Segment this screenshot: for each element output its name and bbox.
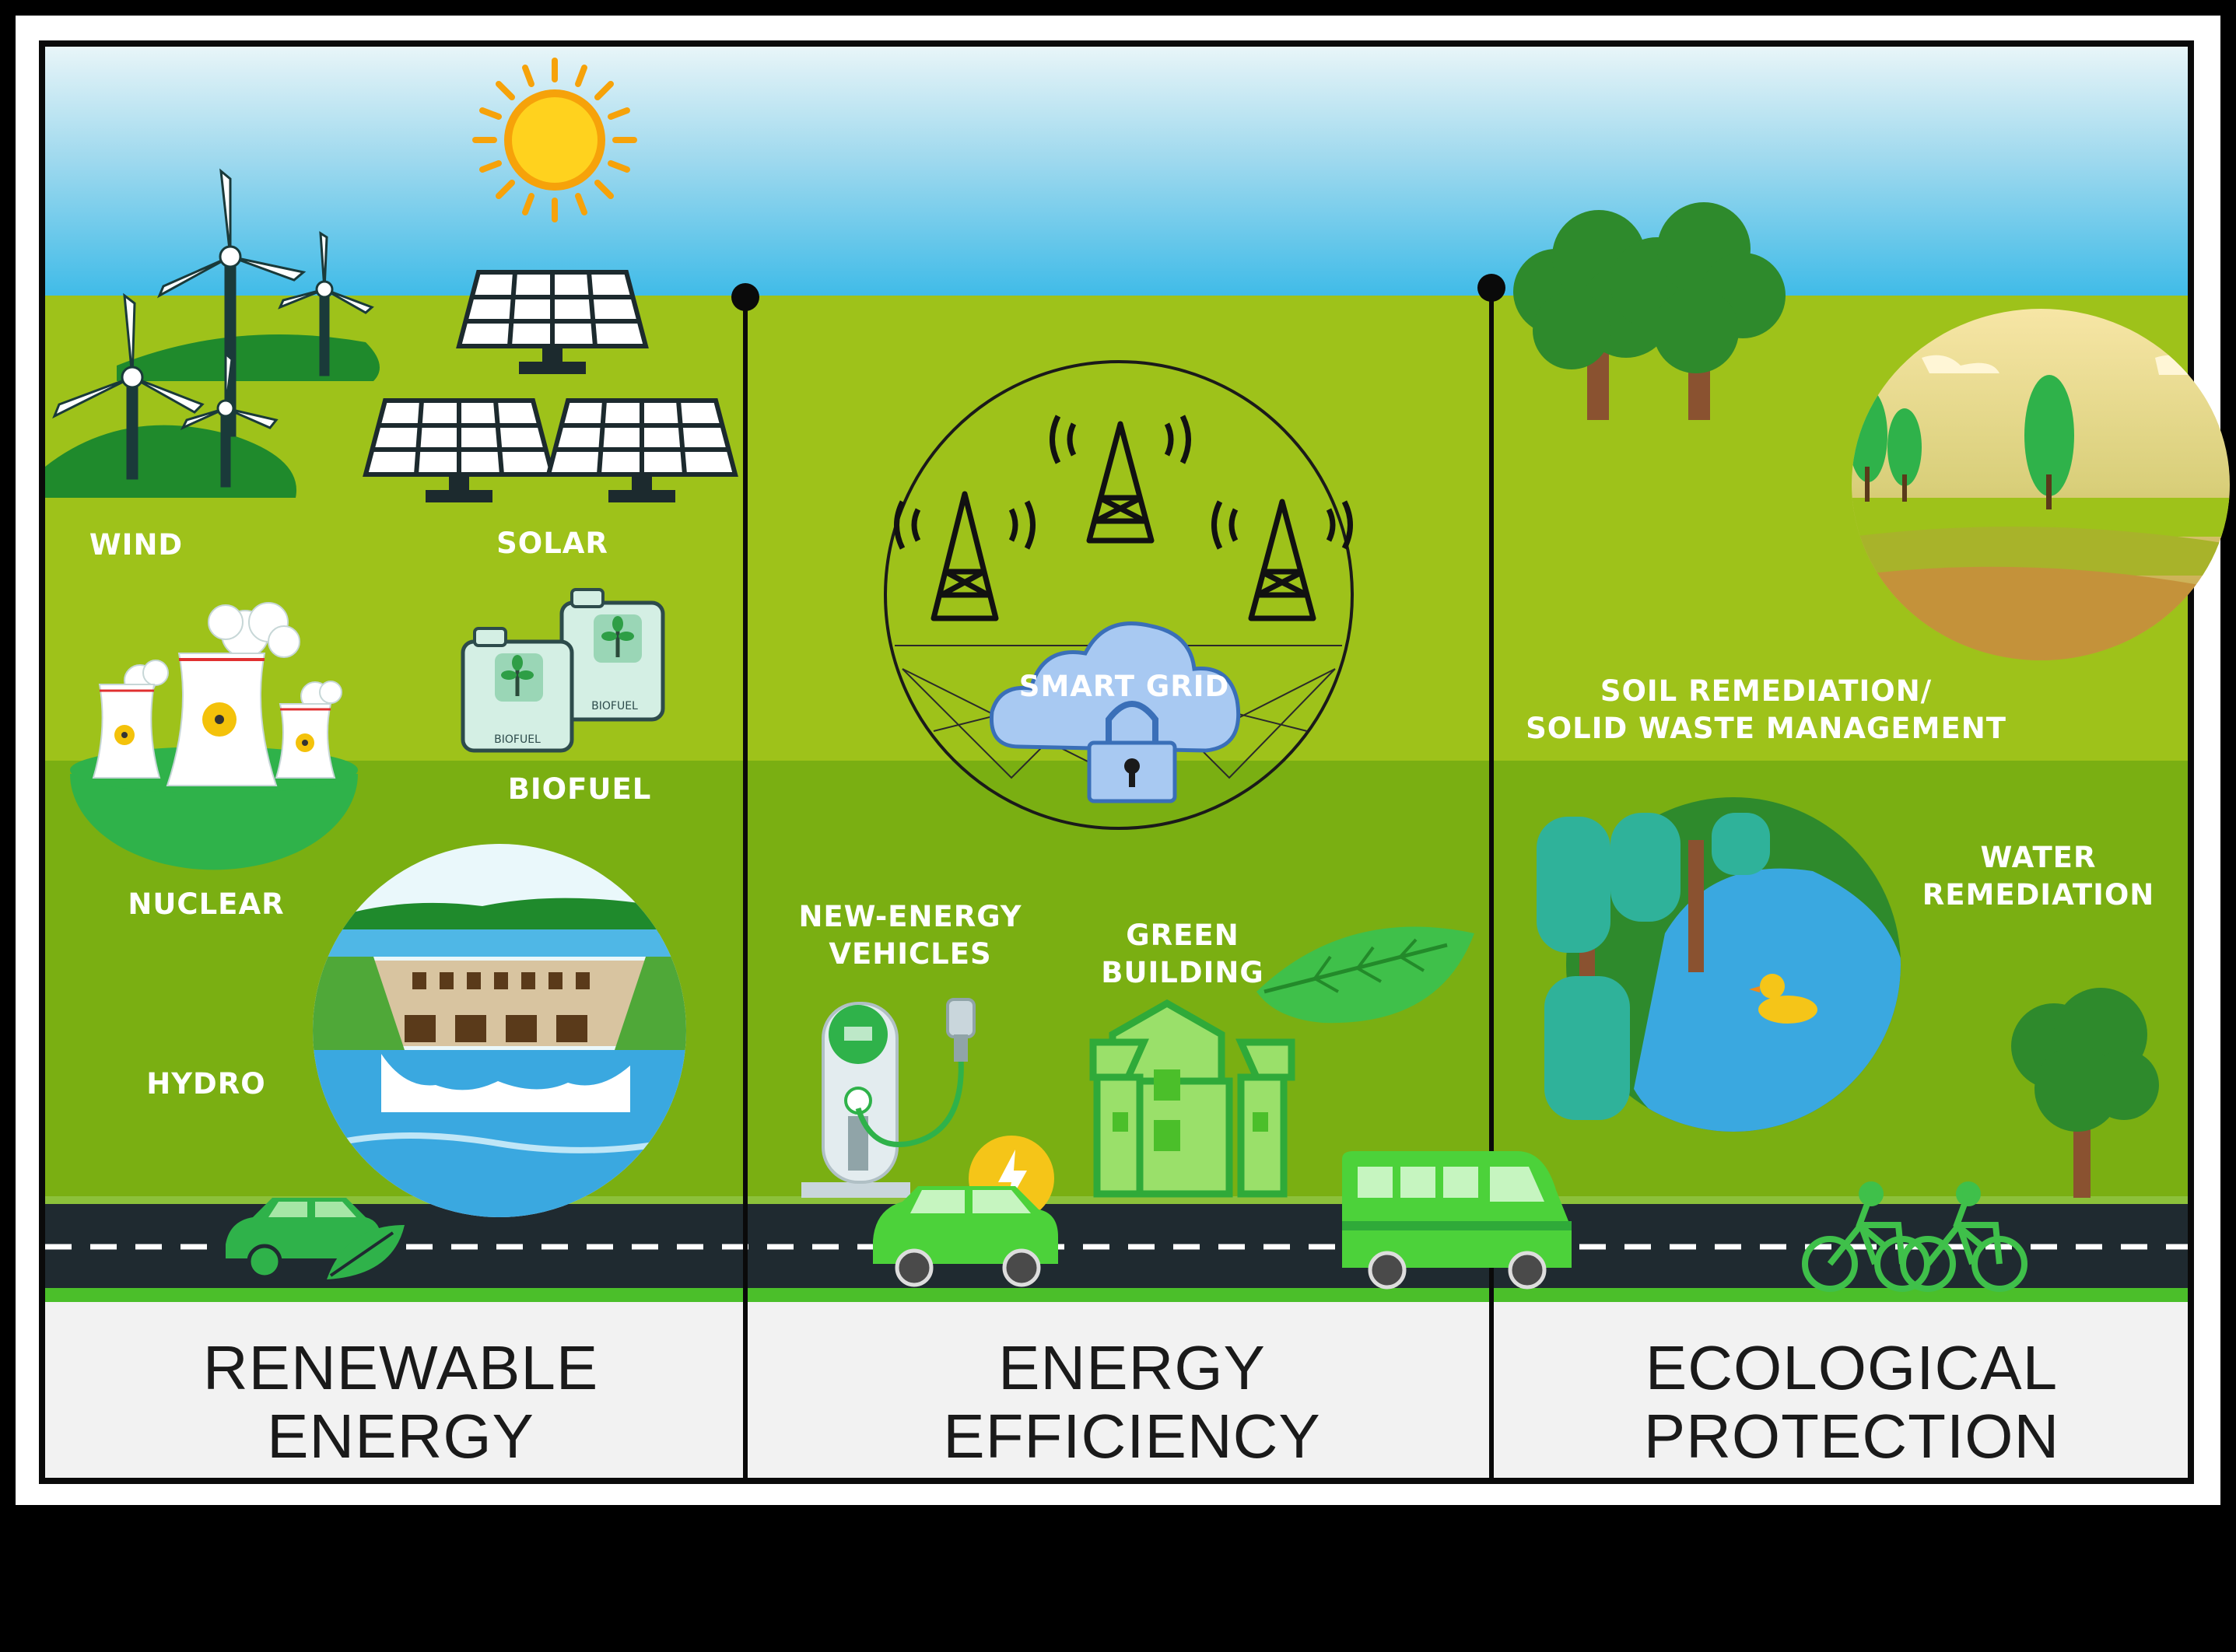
sky — [45, 47, 2188, 297]
label-nev-line2: VEHICLES — [829, 937, 992, 971]
section-title-line1: RENEWABLE — [202, 1333, 599, 1402]
label-nev: NEW-ENERGY VEHICLES — [778, 898, 1043, 973]
label-green-line1: GREEN — [1126, 919, 1239, 952]
section-title-line2: PROTECTION — [1643, 1402, 2060, 1471]
charging-station-icon — [801, 998, 976, 1198]
bus-icon — [1342, 1151, 1572, 1290]
wind-turbine-icon — [45, 168, 380, 498]
footer — [45, 1302, 2188, 1478]
section-title-line1: ENERGY — [998, 1333, 1266, 1402]
sun-icon — [472, 58, 637, 222]
section-title-line1: ECOLOGICAL — [1645, 1333, 2059, 1402]
label-soil-remediation: SOIL REMEDIATION/ SOLID WASTE MANAGEMENT — [1494, 673, 2038, 747]
label-green-building: GREEN BUILDING — [1089, 917, 1276, 992]
label-water-remediation: WATER REMEDIATION — [1898, 839, 2178, 914]
biofuel-can-label: BIOFUEL — [494, 733, 541, 746]
cloud-lock-icon — [989, 621, 1241, 803]
electric-car-icon — [873, 1186, 1058, 1287]
label-soil-line1: SOIL REMEDIATION/ — [1600, 674, 1933, 708]
section-title-renewable: RENEWABLE ENERGY — [93, 1334, 708, 1471]
label-biofuel: BIOFUEL — [507, 772, 652, 806]
section-title-ecology: ECOLOGICAL PROTECTION — [1533, 1334, 2171, 1471]
section-title-line2: EFFICIENCY — [943, 1402, 1321, 1471]
label-solar: SOLAR — [496, 527, 608, 560]
section-title-line2: ENERGY — [267, 1402, 534, 1471]
label-nuclear: NUCLEAR — [128, 887, 285, 921]
tree-icon — [2011, 988, 2159, 1198]
car-leaf-icon — [226, 1198, 405, 1279]
transmission-tower-icon — [894, 415, 1353, 621]
divider-pole-right — [1477, 274, 1505, 1482]
green-building-icon — [1089, 999, 1295, 1198]
bicycle-icon — [1802, 1181, 2027, 1292]
hydro-dam-icon — [313, 844, 686, 1217]
label-hydro: HYDRO — [146, 1067, 266, 1101]
biofuel-can-label: BIOFUEL — [591, 700, 638, 712]
label-nev-line1: NEW-ENERGY — [798, 900, 1022, 933]
biofuel-can-icon: BIOFUEL BIOFUEL — [461, 588, 665, 753]
solar-panel-icon — [363, 270, 738, 502]
divider-pole-left — [731, 283, 759, 1482]
section-title-efficiency: ENERGY EFFICIENCY — [817, 1334, 1447, 1471]
label-water-line1: WATER — [1980, 841, 2097, 874]
label-green-line2: BUILDING — [1101, 956, 1264, 989]
label-wind: WIND — [89, 528, 184, 562]
label-water-line2: REMEDIATION — [1922, 878, 2155, 912]
tree-icon — [1513, 202, 1786, 420]
label-soil-line2: SOLID WASTE MANAGEMENT — [1526, 712, 2006, 745]
lake-duck-icon — [1537, 797, 1901, 1132]
leaf-icon — [1256, 926, 1474, 1024]
label-smart-grid: SMART GRID — [1018, 670, 1230, 703]
nuclear-plant-icon — [70, 602, 358, 870]
